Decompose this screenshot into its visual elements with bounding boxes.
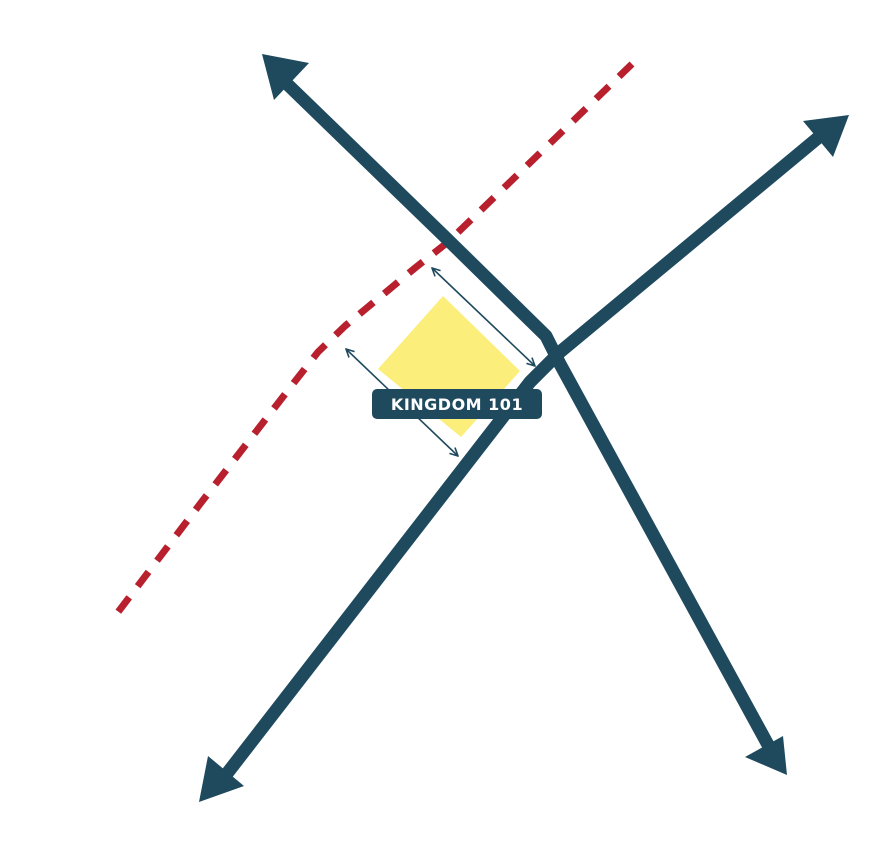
site-label-background [372,389,542,419]
arrowhead-icon [745,736,787,775]
arrowhead-icon [803,115,849,157]
site-label-text: KINGDOM 101 [391,395,523,414]
road-northeast-southwest [216,126,830,784]
boundary-line [109,61,635,623]
road-northwest-southeast [278,75,779,758]
site-label: KINGDOM 101 [372,389,542,419]
dimension-arrow-top [432,268,535,366]
arrowhead-icon [262,54,309,100]
arrowhead-icon [199,756,244,802]
